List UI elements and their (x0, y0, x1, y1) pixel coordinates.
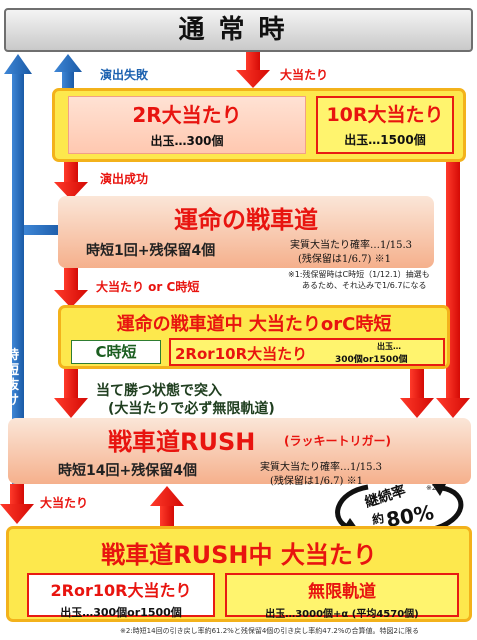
ten-round-arrow (436, 160, 470, 418)
box3-payout-label: 出玉… (377, 342, 401, 351)
ten-round-title: 10R大当たり (326, 104, 444, 126)
rush-hit-box: 戦車道RUSH中 大当たり 2Ror10R大当たり 出玉…300個or1500個… (6, 526, 472, 622)
timeshort-exit-label: 時短抜け (6, 348, 20, 408)
success-label: 演出成功 (100, 172, 149, 186)
rush-hit-title: 戦車道RUSH中 大当たり (101, 541, 377, 569)
entry-line-2: (大当たりで必ず無限軌道) (108, 401, 275, 417)
box3-payout-value: 300個or1500個 (335, 355, 408, 365)
fate-tankroad-timeshort: 時短1回+残保留4個 (86, 243, 216, 259)
rush-trigger: (ラッキートリガー) (284, 434, 391, 448)
page-title: 通常時 (4, 8, 473, 52)
box3-hit-arrow (400, 366, 434, 418)
rush-timeshort: 時短14回+残保留4個 (58, 463, 197, 479)
note-1: ※1:残保留時はC時短（1/12.1）抽選も あるため、それ込みで1/6.7にな… (288, 269, 430, 291)
rush-hit-arrow (0, 484, 34, 524)
infinite-track-title: 無限軌道 (308, 582, 376, 602)
fate-tankroad-hit-title: 運命の戦車道中 大当たりorC時短 (116, 314, 392, 335)
rush-return-arrow (150, 486, 184, 526)
note-1-line-1: ※1:残保留時はC時短（1/12.1）抽選も (288, 270, 430, 279)
two-round-payout: 出玉…300個 (150, 134, 224, 148)
hit-or-c-arrow (54, 268, 88, 308)
fate-tankroad-box: 運命の戦車道 時短1回+残保留4個 実質大当たり確率…1/15.3 (残保留は1… (58, 196, 434, 268)
rush-normal-hit-payout: 出玉…300個or1500個 (60, 606, 182, 619)
infinite-track-payout: 出玉…3000個+α (平均4570個) (265, 609, 419, 620)
fate-tankroad-prob-note: (残保留は1/6.7) ※1 (298, 254, 391, 265)
fate-tankroad-title: 運命の戦車道 (174, 206, 318, 234)
fate-tankroad-hit-box: 運命の戦車道中 大当たりorC時短 C時短 2Ror10R大当たり 出玉… 30… (58, 305, 450, 369)
rush-prob: 実質大当たり確率…1/15.3 (260, 462, 382, 473)
fail-label: 演出失敗 (100, 68, 149, 82)
continuation-mark: ※2 (426, 484, 437, 492)
rush-prob-note: (残保留は1/6.7) ※1 (270, 476, 363, 487)
fate-tankroad-prob: 実質大当たり確率…1/15.3 (290, 240, 412, 251)
timeshort-exit-arrow (4, 54, 32, 510)
infinite-track-panel: 無限軌道 出玉…3000個+α (平均4570個) (225, 573, 459, 620)
note-1-line-2: あるため、それ込みで1/6.7になる (302, 281, 427, 290)
success-arrow (54, 162, 88, 200)
hit-label: 大当たり (280, 68, 329, 82)
rush-normal-hit-title: 2Ror10R大当たり (50, 581, 192, 600)
rush-title: 戦車道RUSH (108, 428, 256, 456)
rush-normal-hit-panel: 2Ror10R大当たり 出玉…300個or1500個 (27, 573, 215, 619)
footnote: ※2:時短14回の引き戻し率約61.2%と残保留4個の引き戻し率約47.2%の合… (120, 627, 419, 635)
rush-hit-label: 大当たり (40, 496, 89, 510)
c-timeshort-tag: C時短 (71, 340, 161, 364)
two-round-title: 2R大当たり (132, 103, 242, 127)
ten-round-payout: 出玉…1500個 (344, 133, 426, 147)
box3-hit-title: 2Ror10R大当たり (175, 345, 308, 363)
rush-box: 戦車道RUSH (ラッキートリガー) 時短14回+残保留4個 実質大当たり確率…… (8, 418, 471, 487)
c-time-arrow (54, 366, 88, 418)
box2-exit-connector (24, 225, 64, 235)
entry-line-1: 当て勝つ状態で突入 (96, 383, 222, 399)
box3-hit-panel: 2Ror10R大当たり 出玉… 300個or1500個 (169, 338, 445, 366)
ten-round-panel: 10R大当たり 出玉…1500個 (316, 96, 454, 154)
hit-or-c-label: 大当たり or C時短 (96, 280, 200, 294)
hit-arrow (236, 52, 270, 88)
two-round-panel: 2R大当たり 出玉…300個 (68, 96, 306, 154)
